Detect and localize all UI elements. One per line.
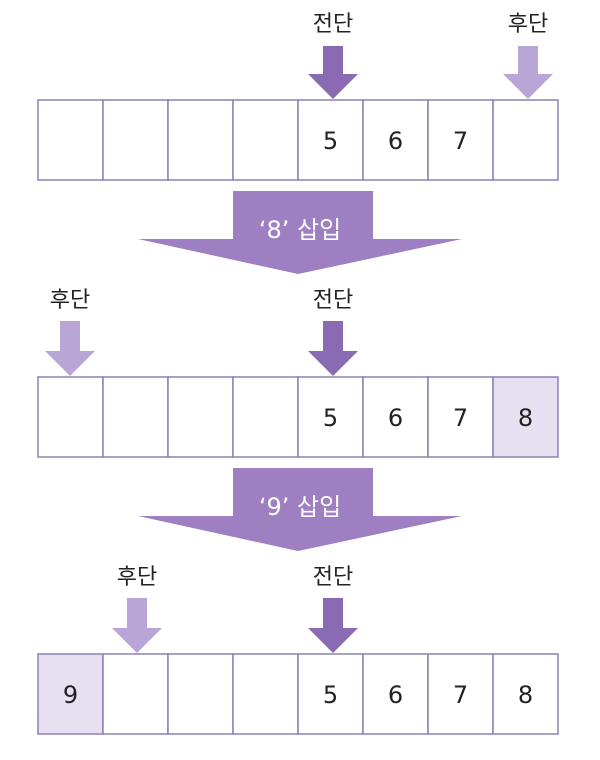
array-cell [362, 99, 429, 181]
cell-value: 5 [323, 681, 338, 709]
cell-value: 8 [518, 404, 533, 432]
array-cell [37, 99, 104, 181]
cell-value: 9 [63, 681, 78, 709]
array-cell [232, 653, 299, 735]
cell-value: 6 [388, 127, 403, 155]
cell-value: 7 [453, 127, 468, 155]
insert-operation-arrow-1: ‘8’ 삽입 [138, 191, 462, 274]
front-label: 전단 [313, 288, 353, 313]
cell-value: 5 [323, 404, 338, 432]
array-cell [102, 376, 169, 458]
pointer-labels-step-0: 전단 후단 [313, 12, 548, 37]
pointer-labels-step-1: 후단 전단 [50, 288, 353, 313]
array-cell [297, 99, 364, 181]
array-cell [492, 99, 559, 181]
array-cell [427, 99, 494, 181]
pointer-labels-step-2: 후단 전단 [117, 565, 353, 590]
cell-value: 8 [518, 681, 533, 709]
cell-value: 6 [388, 681, 403, 709]
queue-array-step-2: 9 5 6 7 8 [37, 653, 559, 735]
array-cell [427, 653, 494, 735]
cell-value: 5 [323, 127, 338, 155]
rear-pointer-arrow [503, 46, 553, 99]
front-pointer-arrow [308, 46, 358, 99]
cell-value: 6 [388, 404, 403, 432]
array-cell [297, 653, 364, 735]
array-cell [232, 376, 299, 458]
rear-label: 후단 [508, 12, 548, 37]
cell-value: 7 [453, 681, 468, 709]
array-cell [167, 376, 234, 458]
operation-arrow-shape [138, 191, 462, 274]
array-cell-highlighted [37, 653, 104, 735]
queue-array-step-0: 5 6 7 [37, 99, 559, 181]
operation-arrow-shape [138, 468, 462, 551]
rear-pointer-arrow [45, 321, 95, 376]
operation-label: ‘9’ 삽입 [259, 493, 341, 521]
array-cell [362, 653, 429, 735]
front-pointer-arrow [308, 321, 358, 376]
insert-operation-arrow-2: ‘9’ 삽입 [138, 468, 462, 551]
array-cell [102, 99, 169, 181]
rear-label: 후단 [50, 288, 90, 313]
array-cell [37, 376, 104, 458]
array-cell [427, 376, 494, 458]
queue-array-step-1: 5 6 7 8 [37, 376, 559, 458]
array-cell [492, 653, 559, 735]
front-pointer-arrow [308, 598, 358, 653]
operation-label: ‘8’ 삽입 [259, 216, 341, 244]
front-label: 전단 [313, 12, 353, 37]
cell-value: 7 [453, 404, 468, 432]
array-cell [102, 653, 169, 735]
array-cell [167, 653, 234, 735]
rear-label: 후단 [117, 565, 157, 590]
array-cell [232, 99, 299, 181]
front-label: 전단 [313, 565, 353, 590]
array-cell-highlighted [492, 376, 559, 458]
rear-pointer-arrow [112, 598, 162, 653]
array-cell [167, 99, 234, 181]
